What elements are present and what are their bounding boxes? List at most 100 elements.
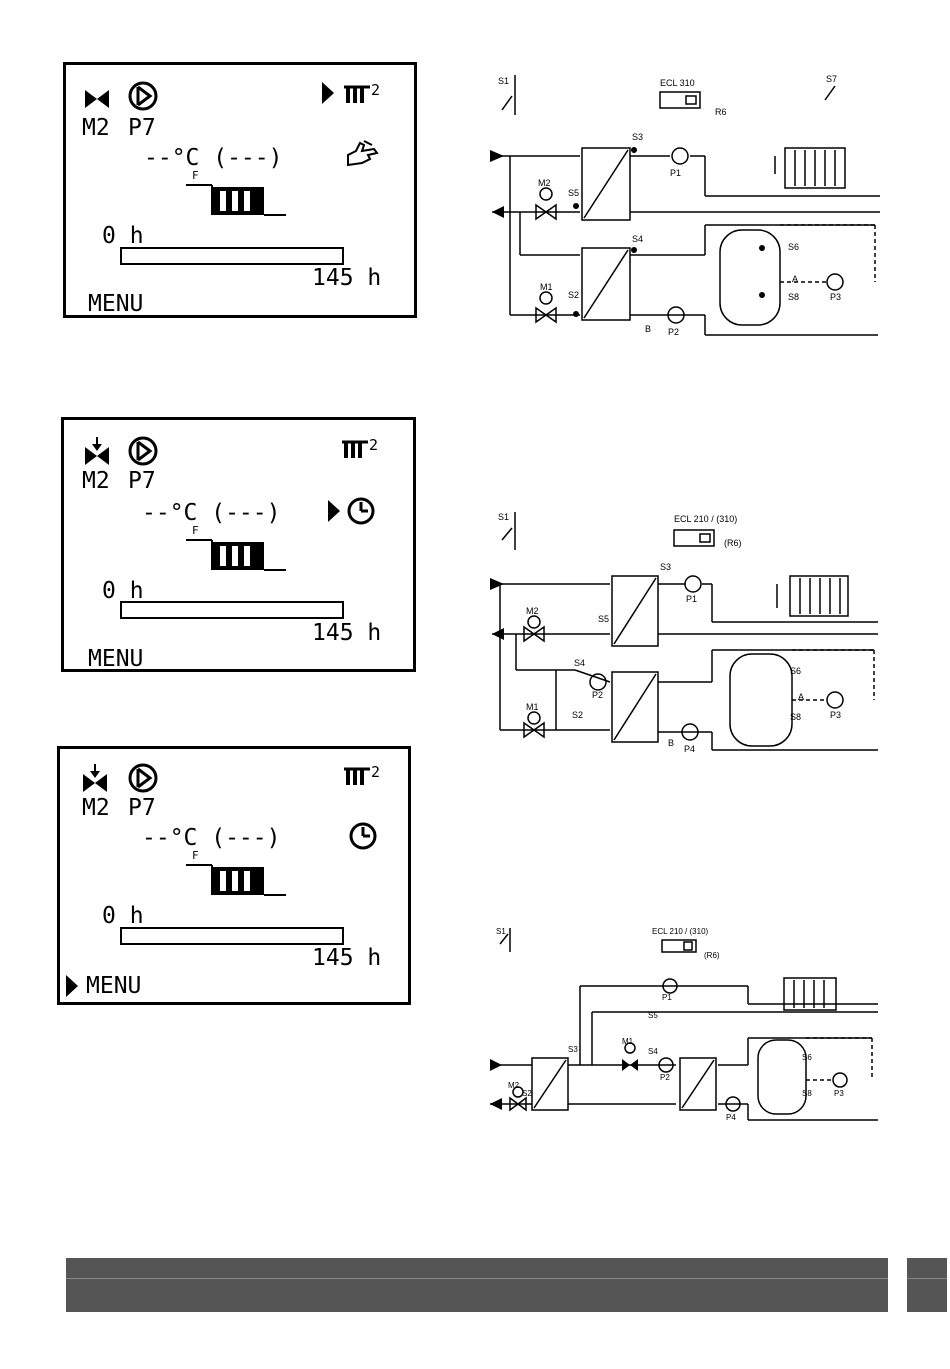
svg-text:S8: S8 xyxy=(790,712,801,722)
svg-text:P1: P1 xyxy=(662,993,672,1002)
pump-label: P7 xyxy=(128,470,156,493)
svg-text:S3: S3 xyxy=(632,132,643,142)
selection-arrow-icon xyxy=(66,975,78,997)
svg-text:(R6): (R6) xyxy=(724,538,742,548)
svg-text:P1: P1 xyxy=(686,594,697,604)
selection-arrow-icon xyxy=(328,500,340,522)
svg-text:S8: S8 xyxy=(788,292,799,302)
svg-text:S1: S1 xyxy=(498,76,509,86)
svg-text:S2: S2 xyxy=(568,290,579,300)
svg-text:M2: M2 xyxy=(508,1081,520,1090)
svg-text:A: A xyxy=(792,274,798,284)
hydraulic-diagram-3: S1 ECL 210 / (310) (R6) P1 S5 S3 M1 S4 P… xyxy=(480,920,900,1130)
circuit-number: 2 xyxy=(371,765,380,780)
svg-text:S4: S4 xyxy=(632,234,643,244)
controller-label: ECL 310 xyxy=(660,78,695,88)
lcd-screen-1: M2 P7 2 --°C (---) F 0 h 145 h MENU xyxy=(63,62,417,318)
svg-text:S5: S5 xyxy=(568,188,579,198)
svg-text:S1: S1 xyxy=(496,927,506,936)
svg-text:M1: M1 xyxy=(526,702,539,712)
clock-icon xyxy=(346,496,376,526)
circuit-number: 2 xyxy=(371,83,380,98)
hours-start: 0 h xyxy=(102,580,144,603)
hydraulic-diagram-2: S1 ECL 210 / (310) (R6) S3 P1 M2 S5 S4 P… xyxy=(480,510,900,760)
controller-label: ECL 210 / (310) xyxy=(674,514,737,524)
pump-label: P7 xyxy=(128,117,156,140)
svg-text:B: B xyxy=(645,324,651,334)
hours-start: 0 h xyxy=(102,225,144,248)
svg-text:M2: M2 xyxy=(526,606,539,616)
valve-open-icon xyxy=(84,436,110,466)
hours-end: 145 h xyxy=(312,622,381,645)
svg-text:P2: P2 xyxy=(668,327,679,337)
svg-text:S4: S4 xyxy=(574,658,585,668)
svg-text:P3: P3 xyxy=(834,1089,844,1098)
svg-text:B: B xyxy=(668,738,674,748)
svg-text:S8: S8 xyxy=(802,1089,812,1098)
hours-progress-bar xyxy=(120,927,344,945)
svg-text:P4: P4 xyxy=(684,744,695,754)
temperature-readout: --°C (---) xyxy=(144,147,282,170)
svg-text:S5: S5 xyxy=(598,614,609,624)
svg-text:M1: M1 xyxy=(622,1037,634,1046)
menu-label[interactable]: MENU xyxy=(88,293,143,316)
svg-text:S3: S3 xyxy=(660,562,671,572)
menu-label[interactable]: MENU xyxy=(88,648,143,671)
svg-text:S6: S6 xyxy=(790,666,801,676)
svg-text:S6: S6 xyxy=(802,1053,812,1062)
svg-text:P2: P2 xyxy=(660,1073,670,1082)
svg-text:(R6): (R6) xyxy=(704,951,720,960)
hours-progress-bar xyxy=(120,247,344,265)
svg-text:S2: S2 xyxy=(572,710,583,720)
lcd-screen-3: M2 P7 2 --°C (---) F 0 h 145 h MENU xyxy=(57,746,411,1005)
svg-text:S1: S1 xyxy=(498,512,509,522)
pump-icon xyxy=(128,81,158,111)
svg-text:P4: P4 xyxy=(726,1113,736,1122)
hours-progress-bar xyxy=(120,601,344,619)
svg-text:M2: M2 xyxy=(538,178,551,188)
svg-text:P3: P3 xyxy=(830,292,841,302)
svg-text:F: F xyxy=(192,849,199,862)
svg-text:P1: P1 xyxy=(670,168,681,178)
page-tab xyxy=(907,1258,947,1312)
svg-text:M1: M1 xyxy=(540,282,553,292)
svg-text:P3: P3 xyxy=(830,710,841,720)
radiator-icon xyxy=(344,767,370,787)
svg-text:S2: S2 xyxy=(522,1089,532,1098)
temperature-readout: --°C (---) xyxy=(142,502,280,525)
flow-curve-icon: F xyxy=(184,524,288,574)
svg-text:S7: S7 xyxy=(826,74,837,84)
svg-text:S5: S5 xyxy=(648,1011,658,1020)
hydraulic-diagram-1: S1 ECL 310 R6 S7 S3 P1 M2 S5 S4 M1 S2 B … xyxy=(480,70,900,360)
pump-icon xyxy=(128,436,158,466)
valve-open-icon xyxy=(82,763,108,793)
valve-label: M2 xyxy=(82,470,110,493)
valve-label: M2 xyxy=(82,797,110,820)
hours-end: 145 h xyxy=(312,947,381,970)
flow-curve-icon: F xyxy=(184,169,288,219)
hours-start: 0 h xyxy=(102,905,144,928)
valve-label: M2 xyxy=(82,117,110,140)
svg-text:P2: P2 xyxy=(592,690,603,700)
footer-bar xyxy=(66,1258,888,1312)
valve-icon xyxy=(84,89,110,109)
svg-text:S6: S6 xyxy=(788,242,799,252)
svg-text:R6: R6 xyxy=(715,107,727,117)
svg-text:S3: S3 xyxy=(568,1045,578,1054)
pump-icon xyxy=(128,763,158,793)
hours-end: 145 h xyxy=(312,267,381,290)
flow-curve-icon: F xyxy=(184,849,288,899)
clock-icon xyxy=(348,821,378,851)
svg-text:A: A xyxy=(798,692,804,702)
menu-label[interactable]: MENU xyxy=(86,975,141,998)
temperature-readout: --°C (---) xyxy=(142,827,280,850)
circuit-number: 2 xyxy=(369,438,378,453)
lcd-screen-2: M2 P7 2 --°C (---) F 0 h 145 h MENU xyxy=(61,417,416,672)
hand-icon xyxy=(346,139,380,167)
svg-text:S4: S4 xyxy=(648,1047,658,1056)
selection-arrow-icon xyxy=(322,82,334,104)
svg-text:F: F xyxy=(192,524,199,537)
svg-text:F: F xyxy=(192,169,199,182)
radiator-icon xyxy=(344,85,370,105)
controller-label: ECL 210 / (310) xyxy=(652,927,709,936)
